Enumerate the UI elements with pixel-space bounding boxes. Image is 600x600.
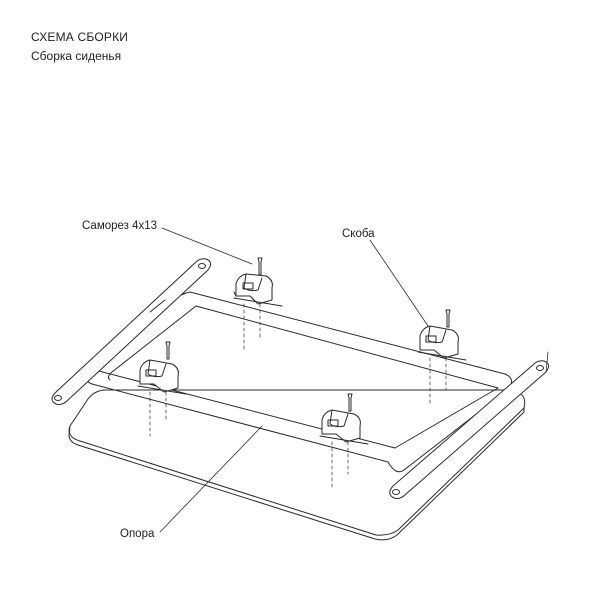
callout-support: Опора bbox=[120, 528, 155, 540]
seat-board bbox=[68, 389, 526, 541]
bracket-3 bbox=[137, 359, 187, 395]
bracket-1 bbox=[233, 273, 283, 307]
side-rail-left bbox=[51, 258, 212, 405]
screws bbox=[165, 257, 451, 412]
leader-support bbox=[159, 425, 263, 533]
callout-screw: Саморез 4х13 bbox=[82, 220, 158, 232]
page-subtitle: Сборка сиденья bbox=[31, 49, 122, 63]
leader-bracket bbox=[369, 239, 429, 327]
frame-tube-back bbox=[189, 291, 506, 389]
bracket-4 bbox=[319, 409, 369, 445]
leader-lines bbox=[159, 227, 429, 533]
callout-bracket: Скоба bbox=[342, 228, 375, 240]
alignment-lines bbox=[149, 303, 447, 491]
side-rail-right bbox=[389, 351, 550, 499]
page-title: СХЕМА СБОРКИ bbox=[31, 30, 129, 44]
bracket-2 bbox=[417, 325, 467, 361]
leader-screw bbox=[161, 227, 253, 265]
frame-tube-right bbox=[387, 373, 513, 473]
